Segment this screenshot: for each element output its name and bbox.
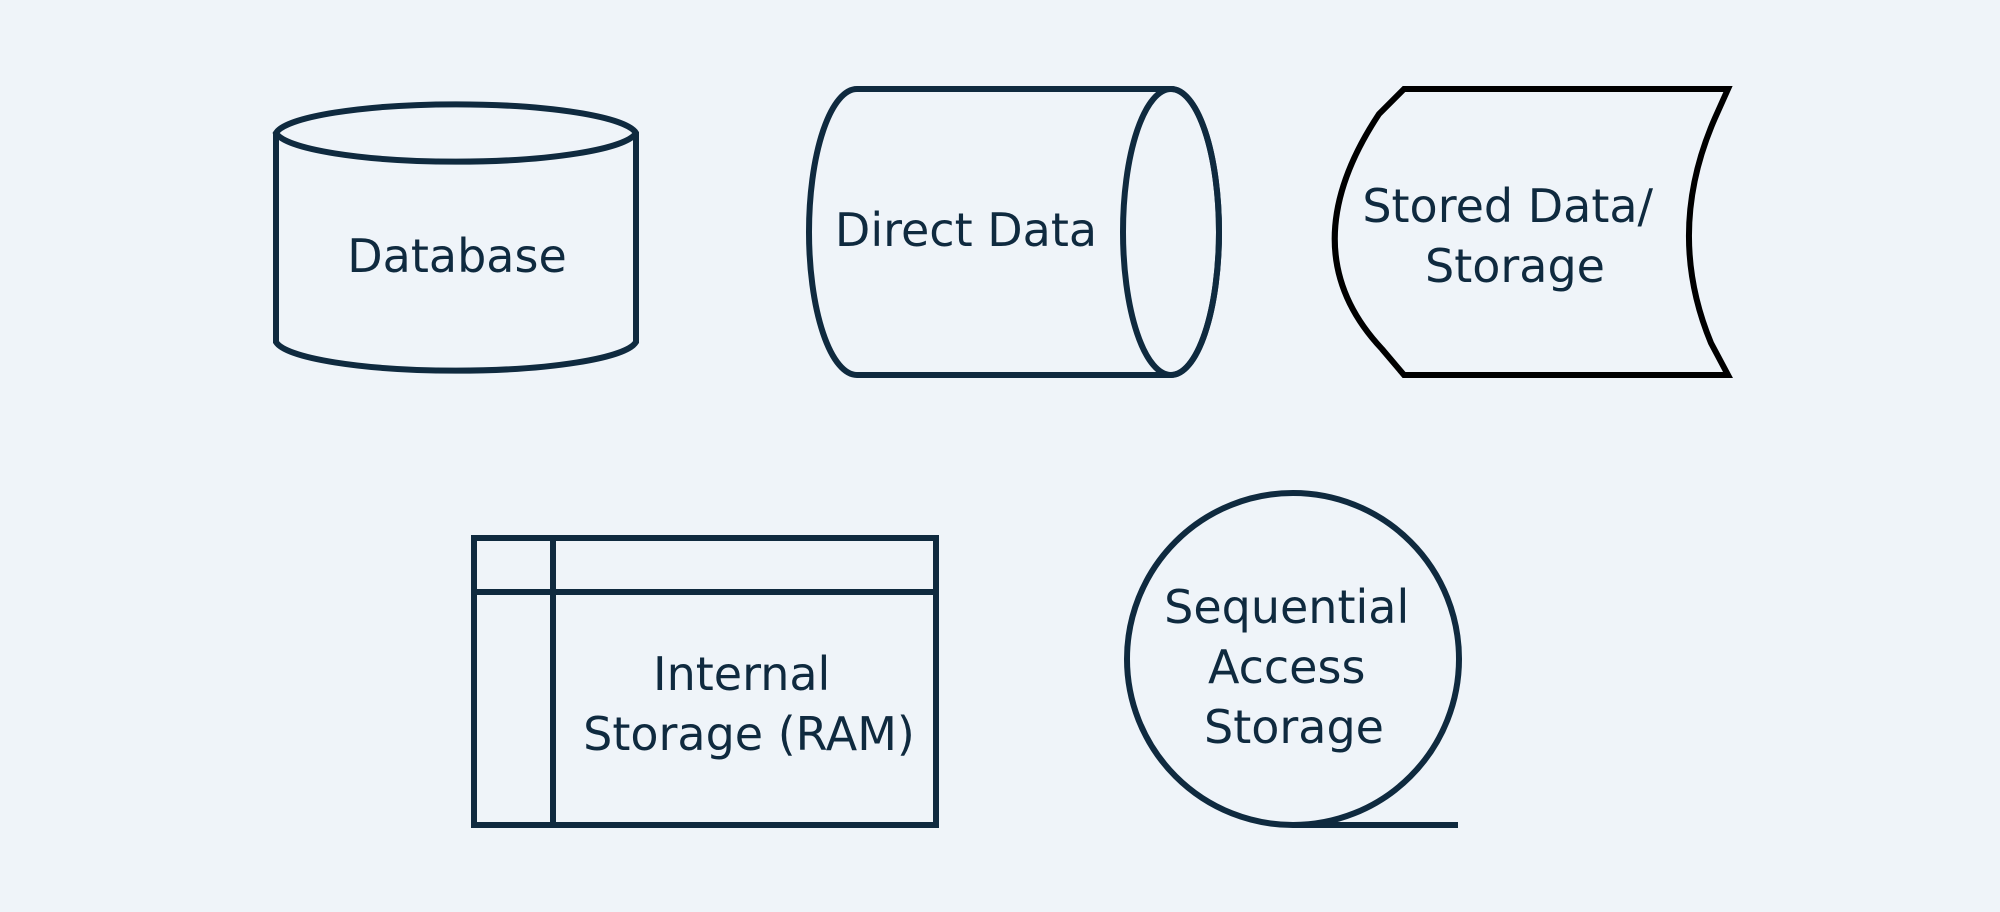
direct-data-symbol: Direct Data	[806, 86, 1222, 378]
sequential-access-label-line-3: Storage	[1204, 700, 1384, 754]
internal-storage-label-line-2: Storage (RAM)	[583, 707, 915, 761]
database-symbol: Database	[272, 101, 639, 374]
direct-data-label: Direct Data	[835, 203, 1097, 257]
stored-data-label: Stored Data/ Storage	[1362, 179, 1667, 293]
internal-storage-symbol: Internal Storage (RAM)	[471, 535, 939, 828]
database-shape	[272, 101, 639, 374]
sequential-access-label-line-2: Access	[1208, 640, 1365, 694]
sequential-access-label-line-1: Sequential	[1164, 580, 1409, 634]
database-label: Database	[347, 229, 567, 283]
internal-storage-outer	[471, 535, 939, 828]
stored-data-shape	[1331, 86, 1733, 378]
stored-data-label-line-2: Storage	[1425, 239, 1605, 293]
stored-data-symbol: Stored Data/ Storage	[1331, 86, 1733, 378]
sequential-access-label: Sequential Access Storage	[1164, 580, 1424, 754]
direct-data-end-ellipse	[1120, 86, 1222, 378]
stored-data-label-line-1: Stored Data/	[1362, 179, 1653, 233]
direct-data-label-line-1: Direct Data	[835, 203, 1097, 257]
internal-storage-label: Internal Storage (RAM)	[583, 647, 915, 761]
database-label-line-1: Database	[347, 229, 567, 283]
sequential-access-symbol: Sequential Access Storage	[1124, 490, 1462, 828]
internal-storage-label-line-1: Internal	[653, 647, 830, 701]
